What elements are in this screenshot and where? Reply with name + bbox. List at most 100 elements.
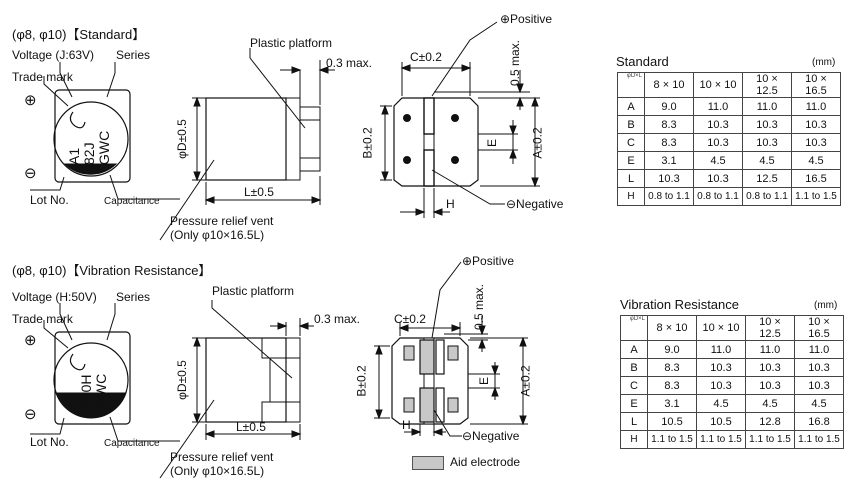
top-max-03-label: 0.3 max. — [326, 56, 373, 70]
top-plastic-platform-label: Plastic platform — [250, 36, 333, 50]
top-voltage-label: Voltage (J:63V) — [12, 48, 95, 62]
top-side-view — [159, 48, 335, 241]
top-capacitance-label: Capacitance — [104, 196, 160, 207]
table-row: A 9.0 11.0 11.0 11.0 — [620, 340, 844, 359]
top-plus-icon: ⊕ — [24, 92, 37, 109]
table-cell: 1.1 to 1.5 — [745, 430, 795, 449]
top-pressure-vent-label: Pressure relief vent — [170, 214, 274, 228]
aid-electrode-top — [419, 339, 435, 375]
row-label: B — [620, 358, 648, 377]
bottom-b-dim-label: B±0.2 — [354, 365, 369, 397]
table-cell: 8.3 — [647, 376, 697, 395]
table-row: C 8.3 10.3 10.3 10.3 — [620, 376, 844, 395]
bottom-bottom-view — [374, 261, 528, 437]
table-row: H 1.1 to 1.5 1.1 to 1.5 1.1 to 1.5 1.1 t… — [620, 430, 844, 449]
bottom-diameter-label: φD±0.5 — [174, 360, 189, 400]
top-c-dim-label: C±0.2 — [410, 50, 442, 64]
top-pressure-vent-note: (Only φ10×16.5L) — [170, 228, 265, 242]
column-header: 10 × 16.5 — [791, 72, 841, 98]
table-cell: 4.5 — [742, 151, 792, 170]
column-header: 10 × 10 — [696, 315, 746, 341]
table-cell: 8.3 — [647, 358, 697, 377]
table-header-row: φD×L 8 × 10 10 × 10 10 × 12.5 10 × 16.5 — [617, 72, 841, 98]
bottom-section-header: (φ8, φ10)【Vibration Resistance】 — [12, 263, 212, 278]
table-cell: 10.5 — [696, 412, 746, 431]
top-polarity-band — [63, 163, 118, 175]
table-cell: 11.0 — [745, 340, 795, 359]
aid-electrode-bottom — [419, 387, 435, 423]
top-b-dim-label: B±0.2 — [360, 127, 375, 159]
table-cell: 10.3 — [791, 133, 841, 152]
table-cell: 9.0 — [644, 97, 694, 116]
table-cell: 3.1 — [644, 151, 694, 170]
column-header: 8 × 10 — [647, 315, 697, 341]
table-cell: 1.1 to 1.5 — [647, 430, 697, 449]
table-cell: 10.3 — [745, 376, 795, 395]
table-cell: 0.8 to 1.1 — [644, 187, 694, 206]
table-cell: 11.0 — [696, 340, 746, 359]
table-cell: 4.5 — [693, 151, 743, 170]
table-row: A 9.0 11.0 11.0 11.0 — [617, 97, 841, 116]
bottom-minus-icon: ⊖ — [24, 406, 37, 423]
table-cell: 10.3 — [696, 358, 746, 377]
row-label: C — [617, 133, 645, 152]
row-label: B — [617, 115, 645, 134]
row-label: A — [617, 97, 645, 116]
aid-electrode-label: Aid electrode — [450, 455, 521, 469]
row-label: E — [617, 151, 645, 170]
bottom-plus-icon: ⊕ — [24, 332, 37, 349]
column-header: 8 × 10 — [644, 72, 694, 98]
bottom-pressure-vent-label: Pressure relief vent — [170, 450, 274, 464]
top-marking-text: A1 82J GWC — [66, 130, 112, 165]
table-cell: 11.0 — [794, 340, 844, 359]
table-cell: 1.1 to 1.5 — [794, 430, 844, 449]
bottom-max-03-label: 0.3 max. — [314, 312, 361, 326]
table-standard: φD×L 8 × 10 10 × 10 10 × 12.5 10 × 16.5 … — [617, 72, 841, 206]
top-max-05-label: 0.5 max. — [508, 39, 523, 87]
table-corner: φD×L — [617, 72, 645, 98]
table-cell: 10.3 — [794, 376, 844, 395]
bottom-series-label: Series — [116, 290, 151, 304]
table-cell: 8.3 — [644, 115, 694, 134]
table-cell: 4.5 — [696, 394, 746, 413]
table-row: E 3.1 4.5 4.5 4.5 — [620, 394, 844, 413]
bottom-a-dim-label: A±0.2 — [518, 365, 533, 397]
row-label: C — [620, 376, 648, 395]
table-cell: 11.0 — [693, 97, 743, 116]
table-standard-unit: (mm) — [812, 57, 836, 68]
top-marking-view — [30, 62, 180, 200]
table-row: L 10.3 10.3 12.5 16.5 — [617, 169, 841, 188]
top-negative-label: ⊖Negative — [506, 197, 564, 211]
top-e-dim-label: E — [485, 138, 500, 148]
top-trade-mark-label: Trade mark — [12, 70, 73, 84]
bottom-lot-no-label: Lot No. — [30, 435, 69, 449]
aid-electrode-swatch — [412, 456, 444, 470]
bottom-voltage-label: Voltage (H:50V) — [12, 290, 97, 304]
table-vibration-title: Vibration Resistance — [620, 297, 739, 312]
table-cell: 10.3 — [693, 169, 743, 188]
row-label: H — [617, 187, 645, 206]
table-cell: 10.3 — [696, 376, 746, 395]
bottom-marking-text: n2 220H GWC — [63, 373, 109, 408]
top-minus-icon: ⊖ — [24, 165, 37, 182]
bottom-h-dim-label: H — [402, 418, 411, 432]
bottom-trade-mark-label: Trade mark — [12, 312, 73, 326]
bottom-c-dim-label: C±0.2 — [394, 312, 426, 326]
table-cell: 4.5 — [745, 394, 795, 413]
table-row: B 8.3 10.3 10.3 10.3 — [617, 115, 841, 134]
table-cell: 12.5 — [742, 169, 792, 188]
table-cell: 1.1 to 1.5 — [696, 430, 746, 449]
table-cell: 10.5 — [647, 412, 697, 431]
table-cell: 10.3 — [693, 115, 743, 134]
table-standard-title: Standard — [616, 54, 669, 69]
row-label: E — [620, 394, 648, 413]
table-cell: 12.8 — [745, 412, 795, 431]
table-vibration-unit: (mm) — [814, 300, 838, 311]
bottom-side-view — [159, 300, 314, 479]
table-cell: 10.3 — [742, 115, 792, 134]
bottom-marking-view — [30, 303, 180, 442]
column-header: 10 × 12.5 — [745, 315, 795, 341]
top-bottom-view — [380, 21, 540, 218]
table-cell: 10.3 — [794, 358, 844, 377]
